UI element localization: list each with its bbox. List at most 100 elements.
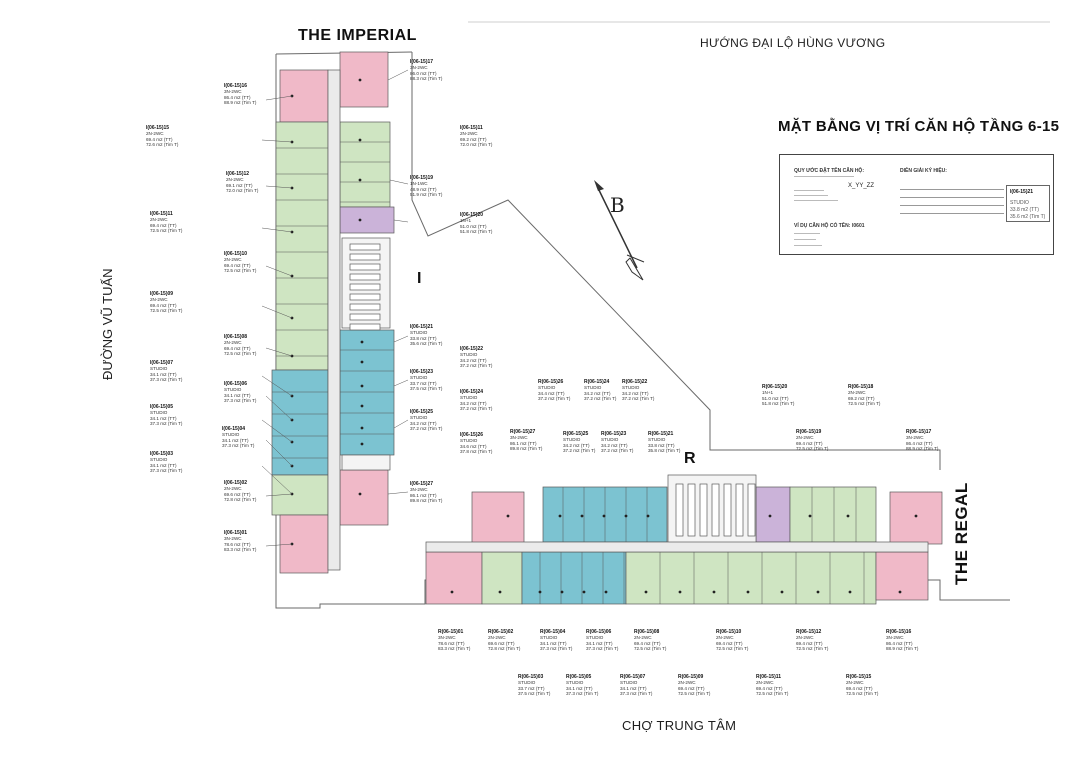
unit-area-tt: 34.4 m2 (TT) — [538, 390, 565, 396]
unit-area-ttt: 89.8 m2 (Tim T) — [510, 446, 543, 452]
unit-area-tt: 34.2 m2 (TT) — [622, 390, 649, 396]
unit-type: 3N-2WC — [438, 635, 456, 641]
unit-area-ttt: 72.5 m2 (Tim T) — [678, 691, 711, 697]
unit-marker — [848, 590, 852, 594]
unit-code: R(06-15)16 — [886, 629, 912, 635]
unit-area-tt: 69.6 m2 (TT) — [488, 640, 515, 646]
unit-type: 1N+1 — [460, 218, 472, 224]
legend-line — [794, 195, 828, 196]
unit-type: 2N-2WC — [848, 390, 866, 396]
unit-type: STUDIO — [150, 410, 168, 416]
unit-type: 2N-2WC — [460, 131, 478, 137]
unit-marker — [604, 590, 608, 594]
unit-type: 2N-2WC — [846, 680, 864, 686]
unit-area-tt: 34.2 m2 (TT) — [584, 390, 611, 396]
unit-area-ttt: 72.5 m2 (Tim T) — [716, 646, 749, 652]
unit-code: R(06-15)27 — [510, 429, 536, 435]
unit-area-ttt: 37.3 m2 (Tim T) — [586, 646, 619, 652]
unit-code: I(06-15)01 — [224, 530, 248, 536]
unit-type: 2N-2WC — [756, 680, 774, 686]
site-outline — [275, 54, 1010, 609]
unit-area-ttt: 72.5 m2 (Tim T) — [224, 351, 257, 357]
legend-symbol-header: DIỄN GIẢI KÝ HIỆU: — [900, 168, 947, 174]
unit-type: STUDIO — [224, 387, 242, 393]
unit-block-blue — [521, 551, 627, 605]
stair-step — [735, 483, 744, 537]
unit-area-ttt: 89.8 m2 (Tim T) — [410, 498, 443, 504]
unit-marker — [746, 590, 750, 594]
compass-letter: B — [610, 193, 625, 217]
unit-area-tt: 86.4 m2 (TT) — [224, 94, 251, 100]
unit-area-ttt: 37.2 m2 (Tim T) — [563, 448, 596, 454]
unit-block-green — [625, 551, 877, 605]
unit-area-ttt: 88.3 m2 (Tim T) — [410, 76, 443, 82]
corridor — [425, 541, 929, 553]
legend-sample-type: STUDIO — [1010, 200, 1029, 206]
unit-area-tt: 69.2 m2 (TT) — [460, 136, 487, 142]
unit-area-tt: 34.1 m2 (TT) — [620, 685, 647, 691]
unit-area-tt: 69.2 m2 (TT) — [848, 395, 875, 401]
stair-step — [349, 253, 381, 261]
unit-type: STUDIO — [518, 680, 536, 686]
unit-code: I(06-15)17 — [410, 59, 434, 65]
unit-area-ttt: 72.5 m2 (Tim T) — [848, 401, 881, 407]
unit-area-tt: 69.4 m2 (TT) — [678, 685, 705, 691]
legend-line — [900, 213, 1004, 214]
unit-area-ttt: 72.5 m2 (Tim T) — [846, 691, 879, 697]
legend-line — [794, 190, 824, 191]
unit-type: STUDIO — [410, 415, 428, 421]
unit-code: R(06-15)18 — [848, 384, 874, 390]
unit-marker — [646, 514, 650, 518]
unit-marker — [360, 340, 364, 344]
unit-marker — [898, 590, 902, 594]
legend-naming-code: X_YY_ZZ — [848, 183, 875, 189]
unit-type: STUDIO — [460, 352, 478, 358]
unit-code: I(06-15)16 — [224, 83, 248, 89]
unit-code: I(06-15)03 — [150, 451, 174, 457]
unit-area-ttt: 51.9 m2 (Tim T) — [410, 192, 443, 198]
legend-line — [794, 233, 820, 234]
unit-area-tt: 48.9 m2 (TT) — [410, 186, 437, 192]
unit-area-tt: 69.4 m2 (TT) — [756, 685, 783, 691]
legend-sample-area-tt: 33.8 m2 (TT) — [1010, 207, 1039, 213]
unit-type: 2N-2WC — [224, 257, 242, 263]
legend-line — [794, 245, 822, 246]
unit-area-ttt: 37.2 m2 (Tim T) — [460, 363, 493, 369]
unit-block-pink — [279, 69, 329, 123]
unit-area-ttt: 37.2 m2 (Tim T) — [622, 396, 655, 402]
unit-area-tt: 69.4 m2 (TT) — [150, 222, 177, 228]
unit-area-tt: 34.2 m2 (TT) — [460, 357, 487, 363]
unit-type: 2N-2WC — [634, 635, 652, 641]
unit-marker — [360, 360, 364, 364]
unit-code: R(06-15)20 — [762, 384, 788, 390]
unit-type: 2N-2WC — [224, 340, 242, 346]
unit-area-ttt: 72.0 m2 (Tim T) — [460, 142, 493, 148]
unit-marker — [450, 590, 454, 594]
unit-type: 3N-2WC — [510, 435, 528, 441]
unit-area-tt: 34.1 m2 (TT) — [540, 640, 567, 646]
unit-marker — [846, 514, 850, 518]
leader-line — [393, 379, 409, 387]
legend-line — [900, 205, 1004, 206]
stair-step — [747, 483, 756, 537]
unit-area-ttt: 72.5 m2 (Tim T) — [150, 308, 183, 314]
unit-marker — [358, 78, 362, 82]
leader-line — [265, 185, 293, 189]
unit-code: I(06-15)11 — [150, 211, 173, 217]
unit-code: R(06-15)23 — [601, 431, 627, 437]
corridor — [327, 69, 341, 571]
unit-area-tt: 78.6 m2 (TT) — [438, 640, 465, 646]
unit-area-tt: 69.4 m2 (TT) — [796, 640, 823, 646]
unit-block-pink — [889, 491, 943, 545]
leader-line — [261, 139, 293, 143]
